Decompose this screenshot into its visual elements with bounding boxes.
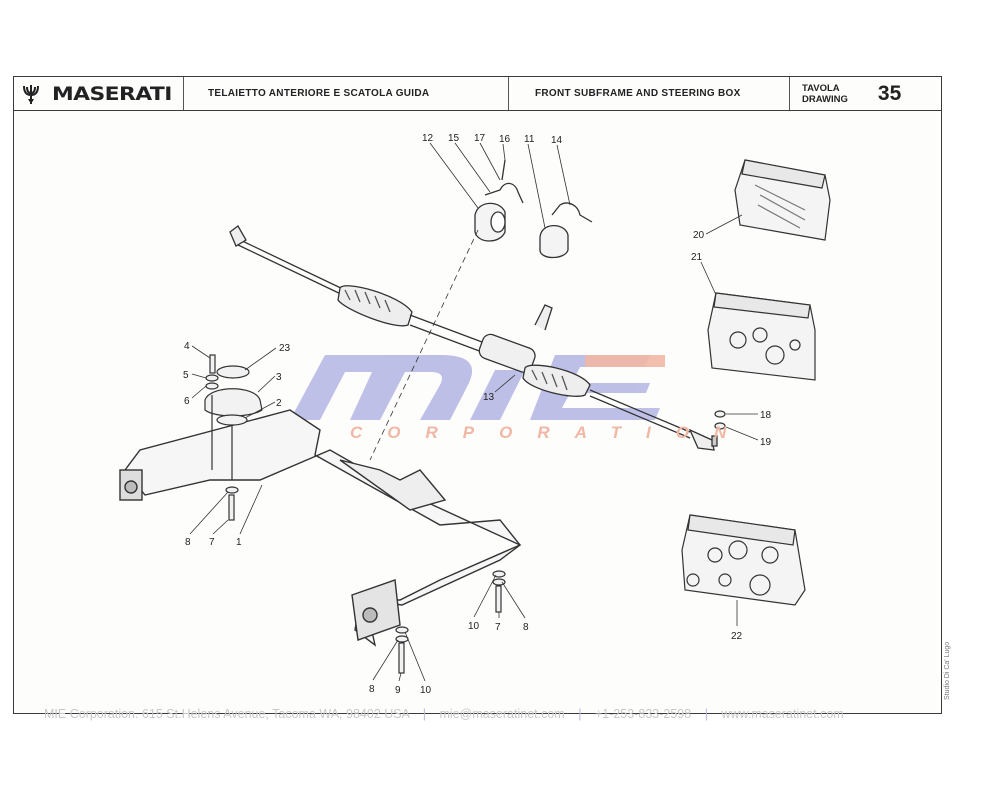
- title-english: FRONT SUBFRAME AND STEERING BOX: [509, 77, 790, 110]
- repair-kit-20: [734, 159, 831, 241]
- callout-4: 4: [184, 341, 190, 352]
- callout-10: 10: [468, 621, 480, 632]
- drawing-label: TAVOLA DRAWING: [802, 83, 848, 105]
- footer-separator: |: [578, 707, 582, 721]
- brand-logo: MASERATI: [52, 82, 172, 105]
- callout-6: 6: [184, 396, 190, 407]
- drawing-number: 35: [877, 81, 902, 105]
- footer-email[interactable]: mie@maseratinet.com: [439, 707, 565, 721]
- title-italian: TELAIETTO ANTERIORE E SCATOLA GUIDA: [184, 77, 509, 110]
- repair-kit-22: [681, 514, 806, 606]
- studio-credit: Studio Di Ca' Lugo: [944, 641, 951, 700]
- steering-rack: [229, 225, 718, 451]
- footer-separator: |: [704, 707, 708, 721]
- callout-19: 19: [760, 437, 772, 448]
- callout-12: 12: [422, 133, 434, 144]
- callout-8: 8: [369, 684, 375, 695]
- repair-kit-21: [707, 292, 816, 381]
- callout-15: 15: [448, 133, 460, 144]
- watermark-corporation-text: CORPORATION: [350, 423, 752, 442]
- callout-18: 18: [760, 410, 772, 421]
- callout-20: 20: [693, 230, 705, 241]
- drawing-number-cell: TAVOLA DRAWING 35: [790, 77, 941, 110]
- callout-7: 7: [209, 537, 215, 548]
- callout-9: 9: [395, 685, 401, 696]
- callout-23: 23: [279, 343, 291, 354]
- callout-11: 11: [524, 134, 535, 145]
- callout-5: 5: [183, 370, 189, 381]
- trident-icon: [23, 84, 39, 104]
- title-block: MASERATI TELAIETTO ANTERIORE E SCATOLA G…: [14, 77, 941, 111]
- footer-contact: MIE Corporation. 615 St.Helens Avenue, T…: [44, 707, 844, 721]
- footer-address: MIE Corporation. 615 St.Helens Avenue, T…: [44, 707, 410, 721]
- callout-3: 3: [276, 372, 282, 383]
- front-subframe: [119, 409, 522, 647]
- callout-10: 10: [420, 685, 432, 696]
- callout-14: 14: [551, 135, 563, 146]
- footer-phone: +1-253-833-2598: [594, 707, 692, 721]
- callout-17: 17: [474, 133, 486, 144]
- footer-separator: |: [422, 707, 426, 721]
- brand-cell: MASERATI: [14, 77, 184, 110]
- mount-hardware: [204, 354, 726, 674]
- callout-8: 8: [523, 622, 529, 633]
- callout-2: 2: [276, 398, 282, 409]
- drawing-label-en: DRAWING: [802, 93, 848, 105]
- callout-21: 21: [691, 252, 703, 263]
- callout-8: 8: [185, 537, 191, 548]
- callout-1: 1: [236, 537, 242, 548]
- callout-7: 7: [495, 622, 501, 633]
- rack-mount-clamps: [369, 159, 593, 461]
- callout-22: 22: [731, 631, 743, 642]
- drawing-label-it: TAVOLA: [802, 82, 840, 94]
- callout-13: 13: [483, 392, 495, 403]
- callout-16: 16: [499, 134, 511, 145]
- callout-leader-lines: [189, 142, 759, 682]
- footer-website[interactable]: www.maseratinet.com: [721, 707, 844, 721]
